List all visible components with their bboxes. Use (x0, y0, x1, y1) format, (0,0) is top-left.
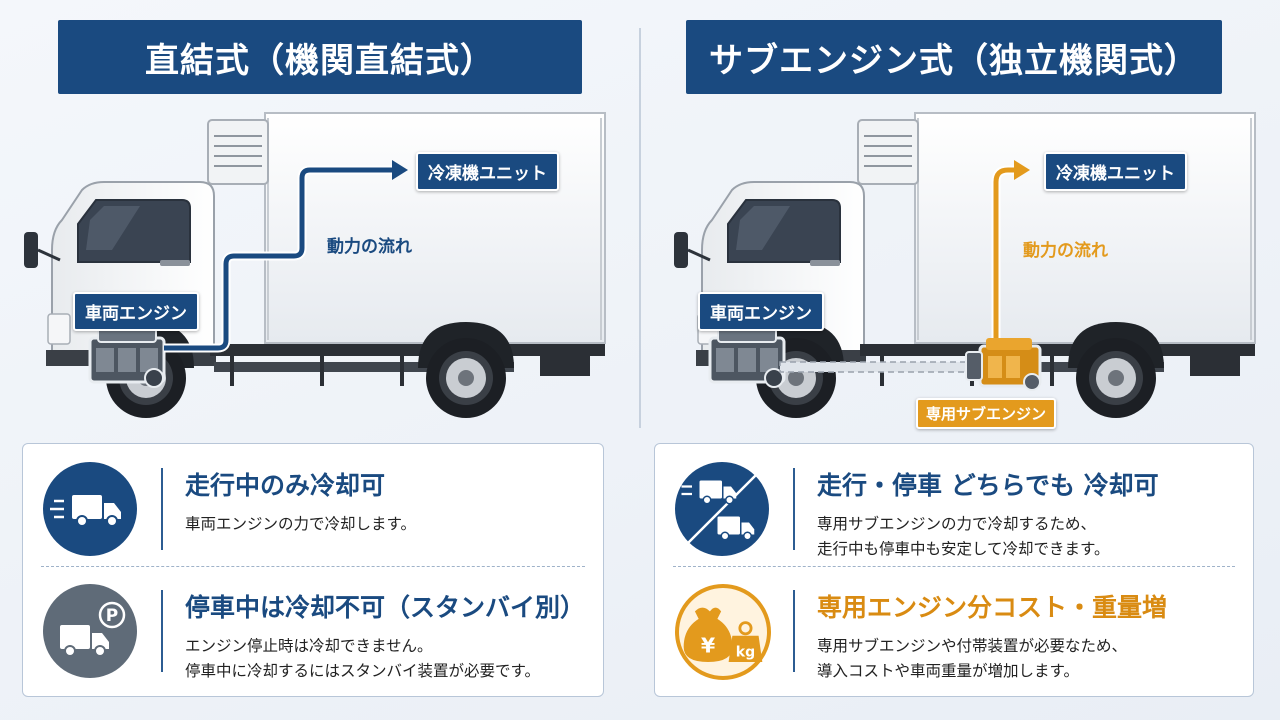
money-bag-weight-icon: ¥ kg (675, 584, 771, 680)
left-title: 直結式（機関直結式） (58, 20, 582, 94)
right-drive-shaft (779, 361, 973, 373)
yen-sign: ¥ (701, 634, 716, 658)
kg-label: kg (736, 644, 755, 660)
left-feature1-line1: 車両エンジンの力で冷却します。 (185, 515, 416, 533)
right-dashed-separator (673, 566, 1235, 567)
right-flow-label: 動力の流れ (1023, 241, 1108, 261)
right-feature-panel: 走行・停車 どちらでも 冷却可 専用サブエンジンの力で冷却するため、 走行中も停… (654, 443, 1254, 697)
moving-and-parked-truck-icon (675, 462, 769, 556)
parked-truck-icon: P (43, 584, 137, 678)
right-title: サブエンジン式（独立機関式） (686, 20, 1222, 94)
left-flow-arrowhead (392, 160, 408, 180)
right-power-flow-line (993, 167, 1016, 338)
left-dashed-separator (41, 566, 585, 567)
right-feature2-line1: 専用サブエンジンや付帯装置が必要なため、 (817, 637, 1128, 655)
right-feature-row: ¥ kg 専用エンジン分コスト・重量増 専用サブエンジンや付帯装置が必要なため、… (655, 570, 1253, 692)
right-vehicle-engine (708, 326, 786, 389)
left-vehicle-engine (88, 326, 166, 389)
left-truck-diagram: 車両エンジン 冷凍機ユニット 動力の流れ (0, 100, 640, 435)
right-flow-arrowhead (1014, 160, 1030, 180)
moving-truck-icon (43, 462, 137, 556)
left-feature2-line1: エンジン停止時は冷却できません。 (185, 637, 433, 655)
center-divider (639, 28, 641, 428)
right-feature2-line2: 導入コストや車両重量が増加します。 (817, 662, 1079, 680)
left-row1-separator (161, 468, 163, 550)
parking-sign-letter: P (106, 606, 118, 626)
left-feature1-heading: 走行中のみ冷却可 (185, 471, 386, 500)
right-row1-separator (793, 468, 795, 550)
right-sub-engine-tag: 専用サブエンジン (916, 398, 1057, 429)
left-feature2-heading: 停車中は冷却不可（スタンバイ別） (185, 593, 586, 622)
left-engine-tag: 車両エンジン (73, 292, 199, 331)
right-feature1-heading: 走行・停車 どちらでも 冷却可 (817, 471, 1159, 500)
right-engine-tag: 車両エンジン (698, 292, 824, 331)
left-row2-separator (161, 590, 163, 672)
left-unit-tag: 冷凍機ユニット (416, 152, 559, 191)
right-truck-diagram: 車両エンジン 冷凍機ユニット 動力の流れ 専用サブエンジン (640, 100, 1280, 435)
right-feature2-heading: 専用エンジン分コスト・重量増 (817, 593, 1168, 622)
left-power-flow-line (164, 167, 394, 351)
right-feature-row: 走行・停車 どちらでも 冷却可 専用サブエンジンの力で冷却するため、 走行中も停… (655, 448, 1253, 570)
right-row2-separator (793, 590, 795, 672)
right-unit-tag: 冷凍機ユニット (1044, 152, 1187, 191)
left-feature-row: 走行中のみ冷却可 車両エンジンの力で冷却します。 (23, 448, 603, 570)
left-feature2-line2: 停車中に冷却するにはスタンバイ装置が必要です。 (185, 662, 540, 680)
right-feature1-line1: 専用サブエンジンの力で冷却するため、 (817, 515, 1097, 533)
left-feature-row: P 停車中は冷却不可（スタンバイ別） エンジン停止時は冷却できません。 停車中に… (23, 570, 603, 692)
left-flow-label: 動力の流れ (327, 237, 412, 257)
left-feature-panel: 走行中のみ冷却可 車両エンジンの力で冷却します。 P 停車中は冷却不可（スタンバ… (22, 443, 604, 697)
right-feature1-line2: 走行中も停車中も安定して冷却できます。 (817, 540, 1110, 558)
